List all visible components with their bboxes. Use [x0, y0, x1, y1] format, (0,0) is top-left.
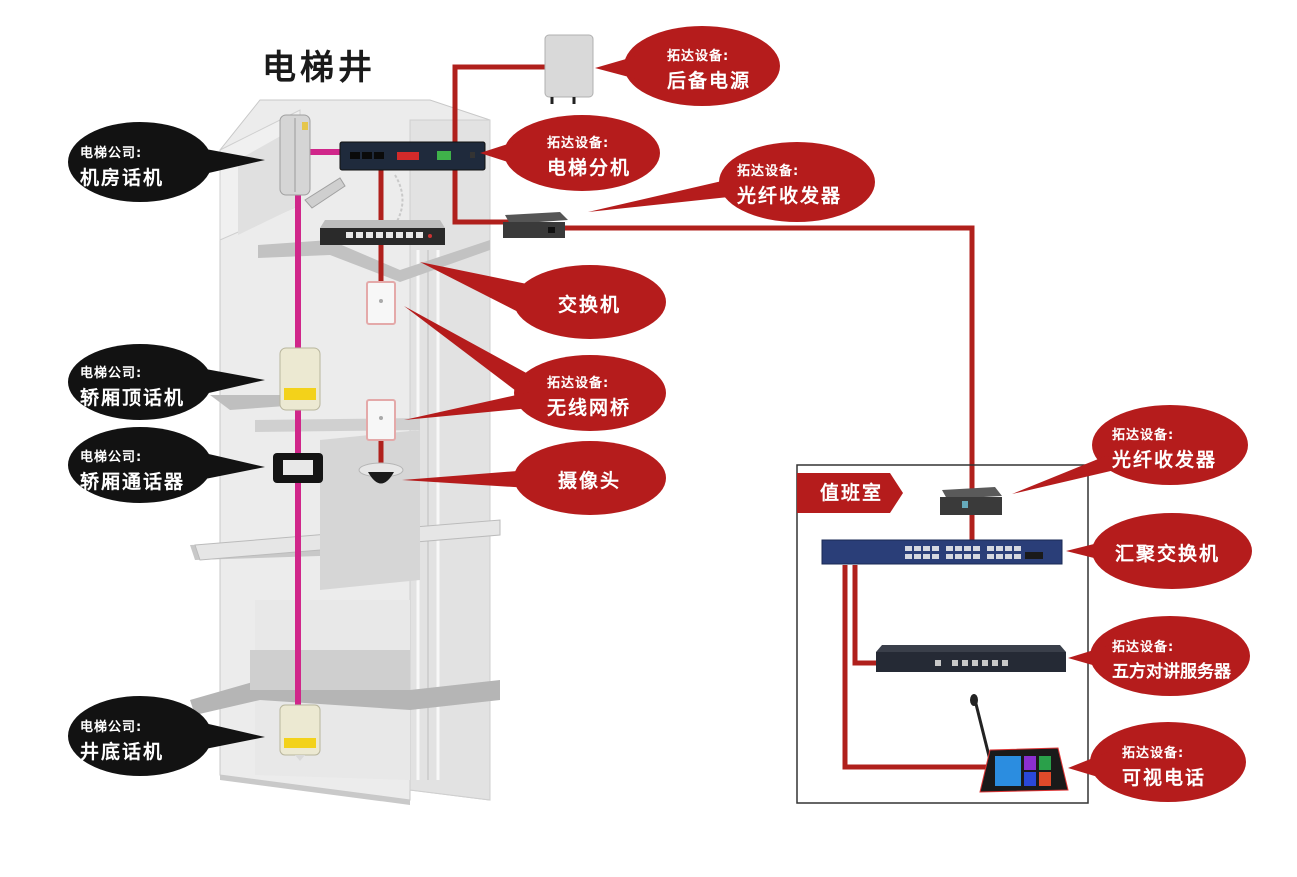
network-links — [378, 64, 990, 770]
callout-wireless-bridge — [404, 306, 666, 431]
callout-backup-power — [595, 26, 780, 106]
callout-black-bubbles — [68, 122, 265, 776]
video-phone-device — [970, 694, 1069, 793]
callout-pit-phone — [68, 696, 265, 776]
label-backup-power: 拓达设备: 后备电源 — [667, 45, 751, 93]
label-sub: 电梯公司: — [80, 450, 143, 465]
callout-aggregation-switch — [1066, 513, 1252, 589]
label-main: 光纤收发器 — [737, 185, 843, 207]
label-main: 汇聚交换机 — [1115, 543, 1221, 565]
label-sub: 电梯公司: — [80, 720, 143, 735]
label-fiber-transceiver-top: 拓达设备: 光纤收发器 — [737, 160, 842, 208]
label-main: 五方对讲服务器 — [1112, 662, 1231, 682]
fiber-transceiver-top-device — [503, 212, 568, 238]
label-intercom-server: 拓达设备: 五方对讲服务器 — [1112, 636, 1231, 682]
label-elevator-extension: 拓达设备: 电梯分机 — [547, 132, 631, 180]
label-sub: 拓达设备: — [1122, 746, 1185, 761]
label-switch: 交换机 — [558, 290, 621, 317]
label-car-top-phone: 电梯公司: 轿厢顶话机 — [80, 362, 185, 410]
label-main: 交换机 — [558, 294, 622, 316]
fiber-transceiver-room-device — [940, 487, 1002, 515]
duty-room-label: 值班室 — [820, 482, 884, 504]
label-sub: 拓达设备: — [737, 164, 800, 179]
label-main: 摄像头 — [558, 470, 622, 492]
backup-power-device — [544, 34, 594, 104]
machine-room-phone-device — [279, 114, 346, 209]
callout-car-intercom — [68, 427, 265, 503]
duty-room — [796, 464, 1089, 804]
label-car-intercom: 电梯公司: 轿厢通话器 — [80, 446, 185, 494]
intercom-server-device — [876, 645, 1066, 672]
callout-elevator-extension — [480, 115, 660, 191]
wireless-bridge-bottom-device — [366, 399, 396, 441]
phone-line — [295, 149, 345, 715]
aggregation-switch-device — [821, 539, 1063, 565]
callout-switch — [420, 262, 666, 339]
wireless-bridge-top-device — [366, 281, 396, 325]
label-main: 后备电源 — [667, 70, 752, 92]
car-intercom-device — [273, 453, 323, 483]
label-sub: 电梯公司: — [80, 366, 143, 381]
label-main: 电梯分机 — [547, 157, 632, 179]
label-machine-room-phone: 电梯公司: 机房话机 — [80, 142, 164, 190]
callout-red-bubbles — [402, 26, 1252, 802]
callout-machine-room-phone — [68, 122, 265, 202]
label-sub: 拓达设备: — [1112, 640, 1175, 655]
diagram-title: 电梯井 — [262, 48, 376, 88]
callout-video-phone — [1068, 722, 1246, 802]
callout-fiber-transceiver-room — [1012, 405, 1248, 494]
callout-fiber-transceiver-top — [588, 142, 875, 222]
label-aggregation-switch: 汇聚交换机 — [1115, 539, 1220, 566]
label-sub: 拓达设备: — [1112, 428, 1175, 443]
elevator-shaft — [190, 99, 501, 805]
label-main: 可视电话 — [1122, 767, 1207, 789]
label-main: 无线网桥 — [547, 397, 632, 419]
callout-car-top-phone — [68, 344, 265, 420]
label-fiber-transceiver-room: 拓达设备: 光纤收发器 — [1112, 424, 1217, 472]
label-sub: 拓达设备: — [667, 49, 730, 64]
elevator-extension-device — [339, 141, 486, 171]
label-pit-phone: 电梯公司: 井底话机 — [80, 716, 164, 764]
label-sub: 拓达设备: — [547, 376, 610, 391]
callout-intercom-server — [1068, 616, 1250, 696]
car-top-phone-device — [279, 347, 321, 411]
label-main: 机房话机 — [80, 167, 165, 189]
label-sub: 电梯公司: — [80, 146, 143, 161]
label-camera: 摄像头 — [558, 466, 621, 493]
label-main: 轿厢通话器 — [80, 471, 186, 493]
label-main: 轿厢顶话机 — [80, 387, 186, 409]
switch-device — [320, 220, 445, 245]
label-main: 井底话机 — [80, 741, 165, 763]
camera-device — [358, 462, 404, 484]
pit-phone-device — [279, 704, 321, 761]
callout-camera — [402, 441, 666, 515]
duty-room-tag-shape — [797, 473, 903, 513]
label-main: 光纤收发器 — [1112, 449, 1218, 471]
label-video-phone: 拓达设备: 可视电话 — [1122, 742, 1206, 790]
label-sub: 拓达设备: — [547, 136, 610, 151]
label-wireless-bridge: 拓达设备: 无线网桥 — [547, 372, 631, 420]
